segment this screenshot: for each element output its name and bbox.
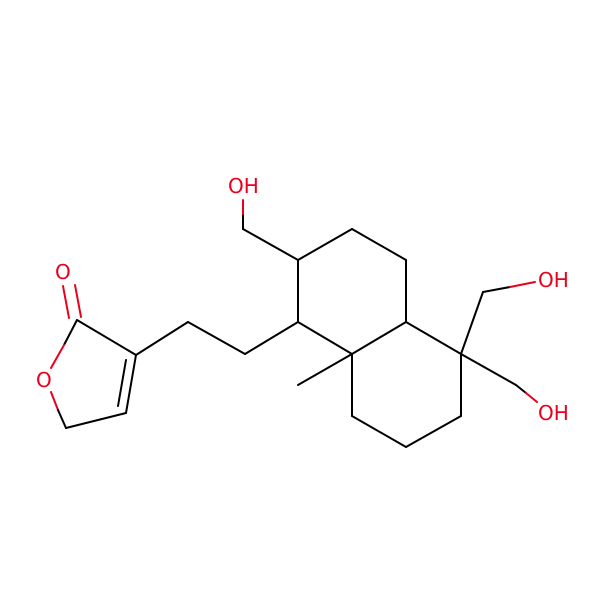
oh-right-upper-label: OH (538, 268, 569, 292)
hydroxymethyl-top (242, 199, 299, 261)
bond-c5-ch2-upper (460, 291, 484, 355)
bond-c6-c7 (405, 415, 462, 448)
ring-oxygen-label: O (36, 368, 52, 392)
bond-ch2-to-ch (65, 412, 127, 429)
oh-top-label: OH (228, 174, 259, 198)
carbonyl-oxygen-label: O (55, 260, 71, 284)
bond-c7-c8 (351, 415, 407, 448)
ethylene-linker (135, 321, 299, 356)
bond-c2-c3 (297, 228, 353, 261)
ring-double-bond-outer (125, 354, 137, 414)
carbonyl-double-bond-a (62, 285, 70, 319)
bond-carbonyl-c-to-ring-o-half1 (63, 319, 78, 346)
bond-c5-ch2-lower (460, 353, 517, 386)
decalin-ring-system (297, 228, 462, 448)
bond-linker-1 (135, 321, 189, 356)
hydroxymethyl-right-upper (460, 281, 536, 355)
hydroxymethyl-right-lower (460, 353, 538, 403)
bond-c8a-c1 (297, 321, 353, 355)
bond-methyl (297, 353, 353, 386)
bond-ring-o-to-ch2-half1 (50, 391, 59, 411)
bond-c4a-c5 (405, 321, 462, 355)
ring-double-bond-inner (117, 359, 127, 407)
bond-ch2-oh-upper-half2 (509, 281, 536, 288)
bond-ch2-oh-upper-half1 (482, 286, 511, 293)
bond-c3-c4 (351, 228, 407, 261)
bond-c4a-c8a (351, 321, 407, 355)
bond-linker-2 (187, 321, 246, 355)
bond-ch2-oh-lower-half2 (525, 392, 538, 403)
butenolide-ring (50, 284, 137, 429)
bond-carbonyl-c-to-ring-o-half2 (50, 344, 65, 369)
carbonyl-double-bond-b (74, 284, 82, 318)
oh-right-lower-label: OH (538, 401, 569, 425)
bond-linker-3 (244, 321, 299, 355)
bond-ch2-oh-lower-half1 (515, 384, 527, 394)
bond-c-to-carbonyl-c (76, 319, 137, 356)
bond-ring-o-to-ch2-half2 (57, 409, 67, 429)
bond-c2-ch2 (242, 228, 299, 261)
